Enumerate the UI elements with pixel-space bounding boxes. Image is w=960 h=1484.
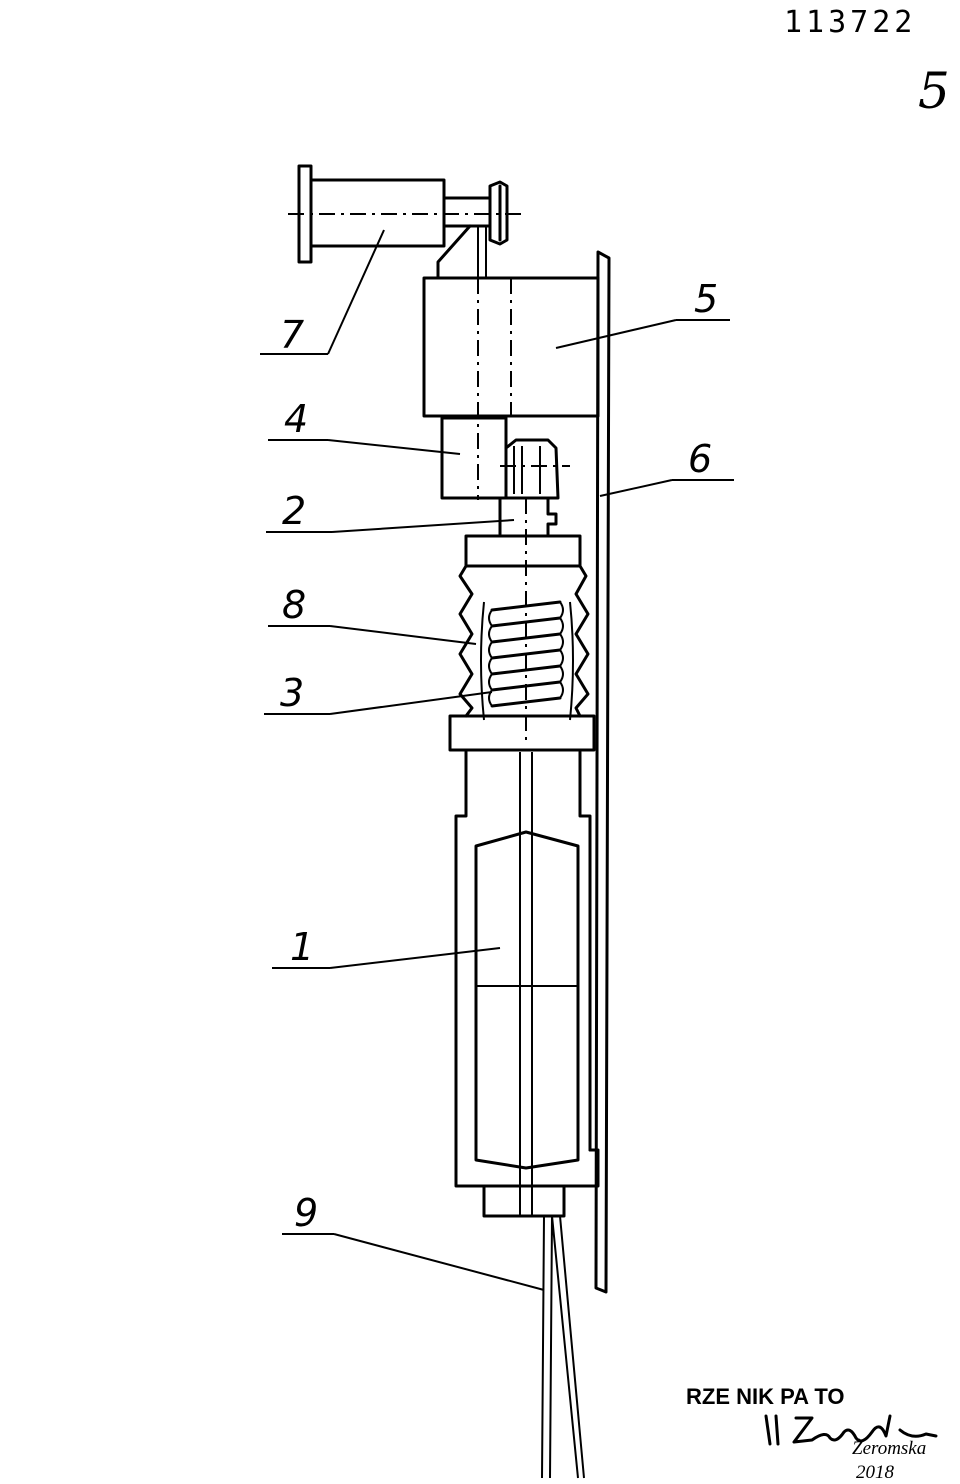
label-3: 3 xyxy=(280,671,304,715)
label-7: 7 xyxy=(280,313,304,357)
part-4-block xyxy=(440,416,570,500)
part-9-cables xyxy=(541,1215,585,1479)
label-1: 1 xyxy=(290,925,314,969)
stamp-line-4: 2018 xyxy=(856,1462,895,1483)
part-2-coupling xyxy=(498,496,558,740)
stamp-line-3: Żeromska xyxy=(852,1438,926,1459)
label-5: 5 xyxy=(694,277,718,321)
part-1-body xyxy=(454,750,600,1218)
label-6: 6 xyxy=(688,437,712,481)
callouts: 7 5 4 6 2 8 3 1 9 xyxy=(260,229,734,1291)
label-9: 9 xyxy=(294,1191,318,1235)
part-5-housing xyxy=(422,276,600,500)
label-4: 4 xyxy=(284,397,308,441)
label-8: 8 xyxy=(282,583,306,627)
label-2: 2 xyxy=(282,489,306,533)
sheet-number: 5 xyxy=(918,62,950,120)
signature xyxy=(764,1414,938,1446)
stamp-line-1: RZE NIK PA TO xyxy=(686,1384,845,1409)
part-3-spring xyxy=(488,600,564,708)
office-stamp: RZE NIK PA TO Żeromska 2018 xyxy=(686,1384,938,1483)
part-8-bellows xyxy=(448,534,596,752)
part-7-spool xyxy=(288,164,525,280)
part-6-plate xyxy=(594,250,611,1294)
patent-number: 113722 xyxy=(784,5,916,40)
